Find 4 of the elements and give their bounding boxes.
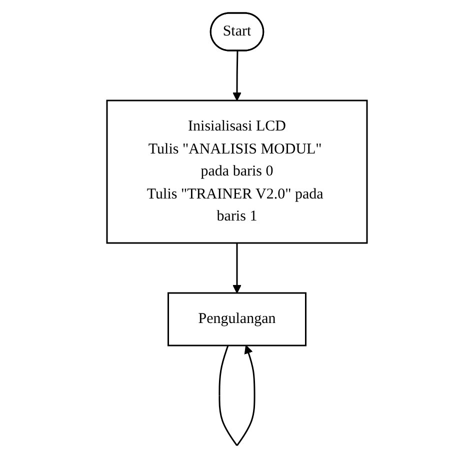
arrow [232, 50, 242, 101]
arrow [232, 242, 242, 294]
node-box: Pengulangan [168, 292, 306, 346]
node-box: Inisialisasi LCD Tulis "ANALISIS MODUL" pada baris 0 Tulis "TRAINER V2.0" pada baris 1 [106, 99, 368, 244]
